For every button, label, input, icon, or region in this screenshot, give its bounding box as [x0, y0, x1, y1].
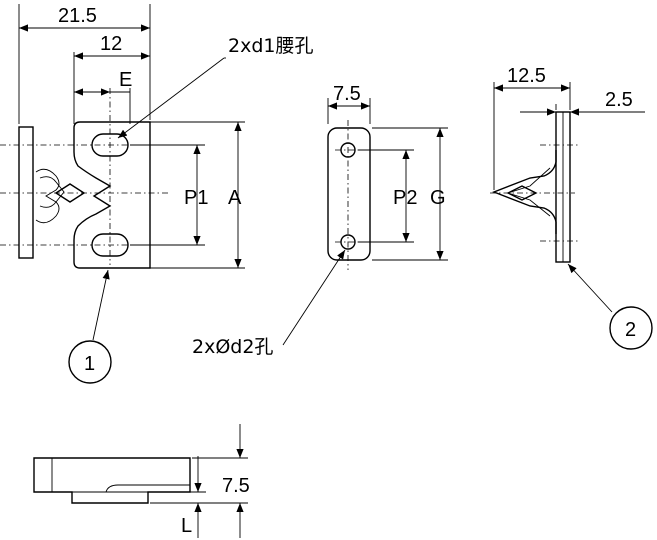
callout-2-leader — [567, 263, 613, 313]
dim-12-5-text: 12.5 — [507, 65, 546, 87]
callout-1-circle — [68, 340, 112, 384]
callout-1-text: 1 — [84, 353, 95, 375]
dim-e-text: E — [119, 69, 132, 91]
bend-line-mid — [39, 176, 65, 208]
dim-g-text: G — [430, 187, 446, 209]
dim-12-text: 12 — [100, 33, 122, 55]
callout-2-circle — [609, 306, 653, 350]
slot-leader — [117, 57, 225, 139]
dim-7-5-top-text: 7.5 — [333, 83, 361, 105]
round-hole-leader — [282, 249, 346, 346]
back-plate — [18, 126, 34, 259]
bottom-body-outline — [33, 457, 191, 504]
view-side-right: 12.5 2.5 2 — [490, 65, 653, 350]
dim-7-5-bottom-text: 7.5 — [222, 475, 250, 497]
callout-2-text: 2 — [625, 319, 636, 341]
view-middle: 7.5 P2 G 2xØd2孔 — [192, 83, 448, 358]
dim-2-5-text: 2.5 — [605, 89, 633, 111]
callout-1-leader — [92, 269, 110, 341]
slot-hole-label: 2xd1腰孔 — [228, 35, 313, 57]
middle-plate — [327, 127, 371, 261]
side-bent-arm — [492, 150, 557, 234]
view-bottom: 7.5 L — [33, 424, 250, 538]
dim-21-5-text: 21.5 — [58, 5, 97, 27]
dim-p2-text: P2 — [393, 187, 417, 209]
main-plate-outline — [73, 121, 151, 269]
view-front-left: 21.5 12 E P1 A 2xd1腰孔 1 — [0, 4, 313, 384]
dim-p1-text: P1 — [184, 187, 208, 209]
bottom-bend-curve — [105, 484, 190, 493]
dim-l-text: L — [181, 515, 192, 537]
side-bent-arm-inner — [506, 167, 551, 217]
round-hole-label: 2xØd2孔 — [192, 336, 273, 358]
bend-line-left — [35, 168, 60, 224]
dim-a-text: A — [228, 187, 242, 209]
